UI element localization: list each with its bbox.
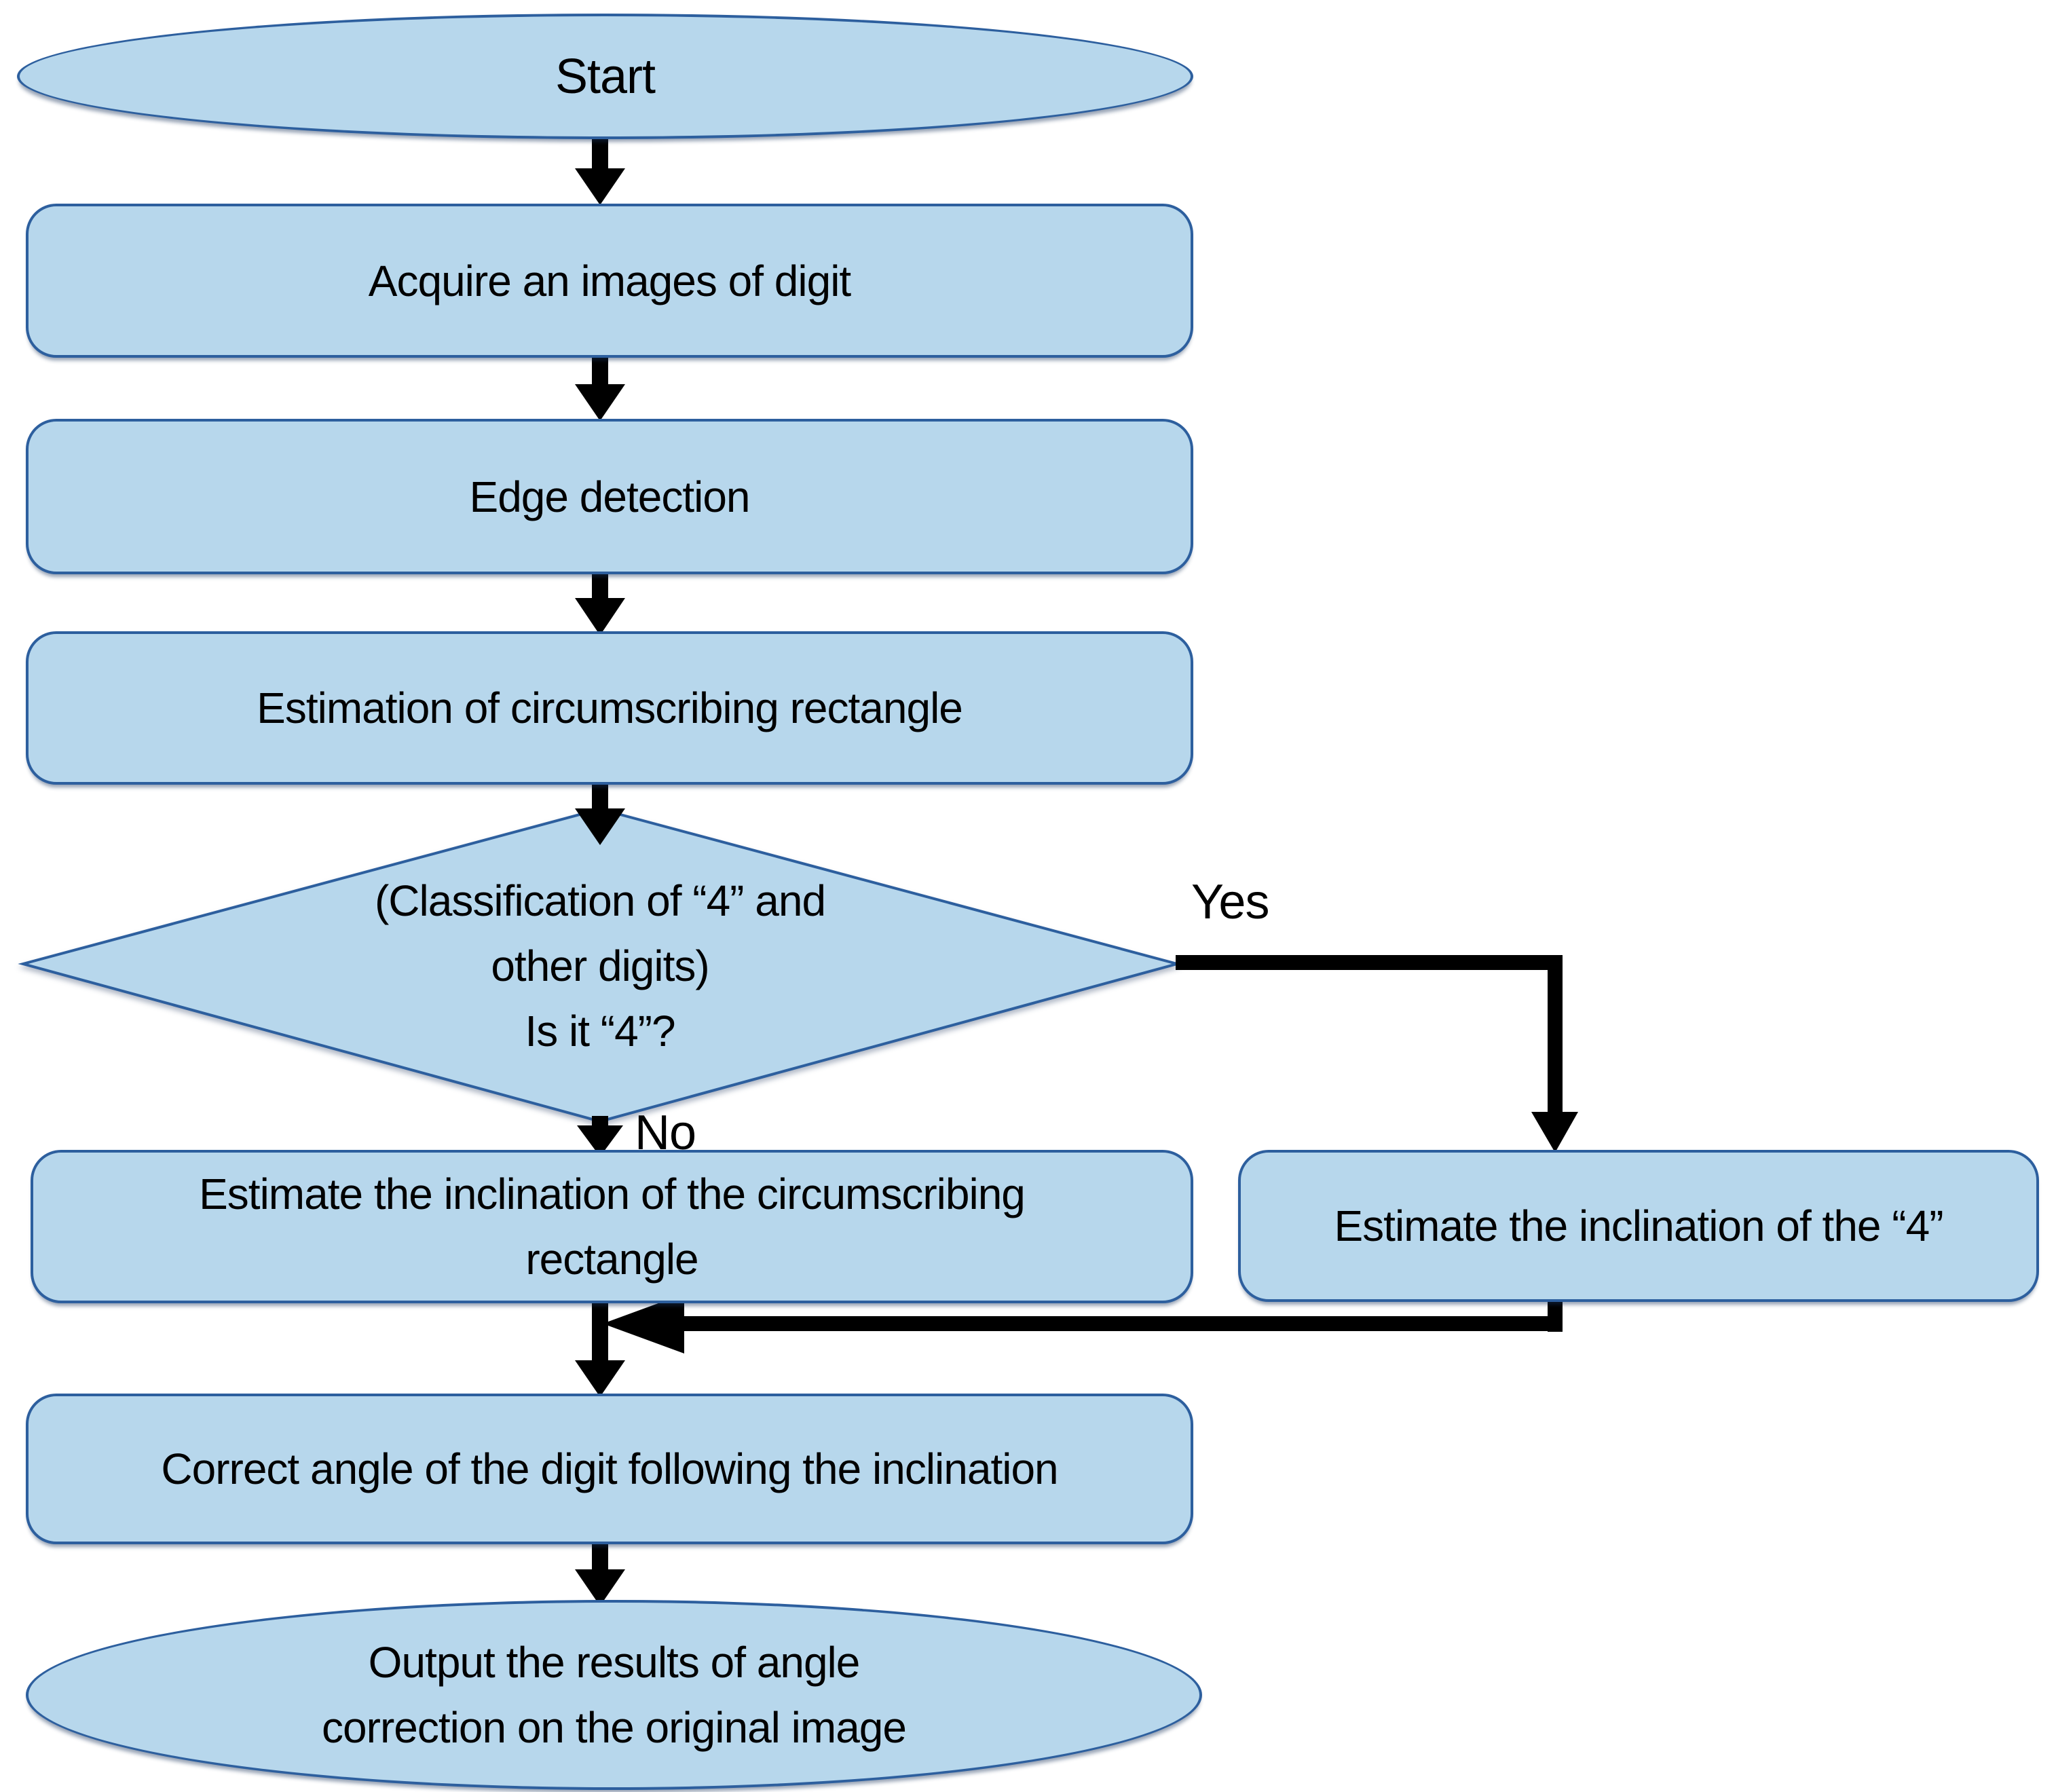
arrow-to-correct	[575, 1299, 625, 1397]
arrow-acquire-to-edge	[575, 356, 625, 421]
output-line-2: correction on the original image	[322, 1703, 907, 1752]
arrow-edge-to-estimation	[575, 570, 625, 635]
node-start: Start	[17, 14, 1193, 139]
node-edge-detection: Edge detection	[26, 419, 1193, 574]
edge-label-yes: Yes	[1191, 875, 1269, 929]
node-estimate-inclination-four-label: Estimate the inclination of the “4”	[1334, 1201, 1943, 1250]
decision-line-2: other digits)	[491, 941, 709, 990]
node-output: Output the results of angle correction o…	[26, 1600, 1202, 1790]
arrow-start-to-acquire	[575, 139, 625, 205]
node-decision-label: (Classification of “4” and other digits)…	[172, 854, 1028, 1078]
estimate-rectangle-line-1: Estimate the inclination of the circumsc…	[199, 1170, 1026, 1218]
node-correct-angle: Correct angle of the digit following the…	[26, 1394, 1193, 1544]
connector-merge	[603, 1290, 1563, 1354]
node-acquire-image-label: Acquire an images of digit	[368, 256, 851, 305]
arrow-decision-no	[577, 1116, 623, 1157]
arrow-estimation-to-decision	[575, 781, 625, 845]
arrow-correct-to-output	[575, 1542, 625, 1606]
node-estimate-inclination-four: Estimate the inclination of the “4”	[1238, 1150, 2039, 1302]
arrow-decision-yes	[1176, 955, 1578, 1153]
node-estimation-rectangle: Estimation of circumscribing rectangle	[26, 631, 1193, 785]
decision-line-1: (Classification of “4” and	[374, 876, 826, 925]
node-start-label: Start	[555, 49, 656, 104]
node-estimate-inclination-rectangle: Estimate the inclination of the circumsc…	[31, 1150, 1193, 1303]
output-line-1: Output the results of angle	[368, 1638, 861, 1687]
decision-line-3: Is it “4”?	[525, 1007, 675, 1056]
node-correct-angle-label: Correct angle of the digit following the…	[161, 1444, 1058, 1493]
node-edge-detection-label: Edge detection	[469, 472, 751, 521]
node-estimation-rectangle-label: Estimation of circumscribing rectangle	[257, 684, 963, 732]
estimate-rectangle-line-2: rectangle	[525, 1235, 698, 1284]
node-acquire-image: Acquire an images of digit	[26, 204, 1193, 358]
